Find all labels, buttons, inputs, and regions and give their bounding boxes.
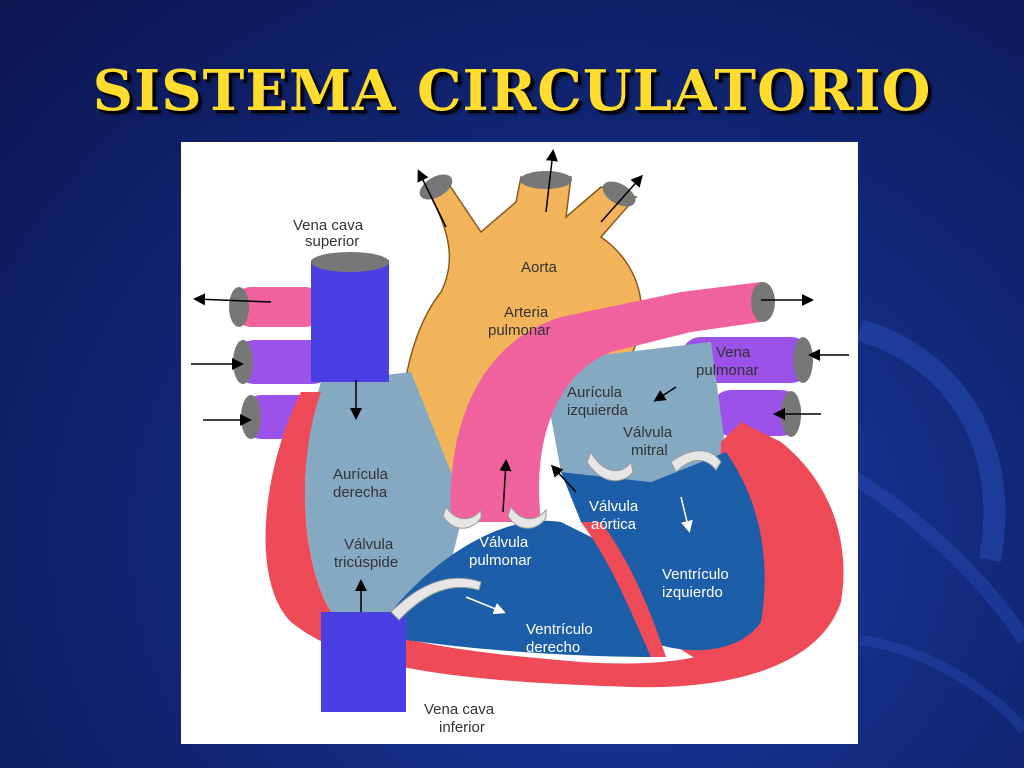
- label-auricula-izquierda-2: izquierda: [567, 402, 629, 419]
- label-auricula-izquierda-1: Aurícula: [567, 384, 623, 401]
- label-ventriculo-izquierdo-1: Ventrículo: [662, 566, 729, 583]
- label-valvula-pulmonar-1: Válvula: [479, 534, 529, 551]
- label-auricula-derecha-1: Aurícula: [333, 466, 389, 483]
- label-arteria-pulmonar-2: pulmonar: [488, 322, 551, 339]
- left-atrium-shape: [541, 342, 726, 482]
- label-vena-pulmonar-1: Vena: [716, 344, 751, 361]
- label-valvula-aortica-1: Válvula: [589, 498, 639, 515]
- label-vena-cava-superior-2: superior: [305, 233, 359, 250]
- right-ventricle-shape: [331, 520, 651, 657]
- label-ventriculo-izquierdo-2: izquierdo: [662, 584, 723, 601]
- left-vessels: [229, 287, 338, 439]
- label-valvula-tricuspide-1: Válvula: [344, 536, 394, 553]
- vena-cava-shape: [311, 252, 406, 712]
- label-valvula-mitral-2: mitral: [631, 442, 668, 459]
- label-vena-cava-superior-1: Vena cava: [293, 217, 364, 234]
- label-valvula-aortica-2: aórtica: [591, 516, 637, 533]
- flow-arrows: [191, 149, 849, 612]
- flow-arrows-white: [465, 496, 693, 615]
- pulmonary-artery-shape: [450, 282, 761, 522]
- slide-title: SISTEMA CIRCULATORIO: [92, 58, 932, 124]
- left-ventricle-shape: [561, 452, 765, 651]
- label-ventriculo-derecho-2: derecho: [526, 639, 580, 656]
- label-valvula-tricuspide-2: tricúspide: [334, 554, 398, 571]
- myocardium-shape: [265, 392, 844, 688]
- label-arteria-pulmonar-1: Arteria: [504, 304, 549, 321]
- label-vena-cava-inferior-2: inferior: [439, 719, 485, 736]
- label-auricula-derecha-2: derecha: [333, 484, 388, 501]
- label-ventriculo-derecho-1: Ventrículo: [526, 621, 593, 638]
- right-atrium-shape: [304, 372, 461, 612]
- valves: [390, 450, 722, 621]
- label-vena-cava-inferior-1: Vena cava: [424, 701, 495, 718]
- label-aorta: Aorta: [521, 259, 558, 276]
- label-vena-pulmonar-2: pulmonar: [696, 362, 759, 379]
- label-valvula-pulmonar-2: pulmonar: [469, 552, 532, 569]
- heart-diagram: Vena cava superior Aorta Arteria pulmona…: [181, 142, 858, 744]
- label-valvula-mitral-1: Válvula: [623, 424, 673, 441]
